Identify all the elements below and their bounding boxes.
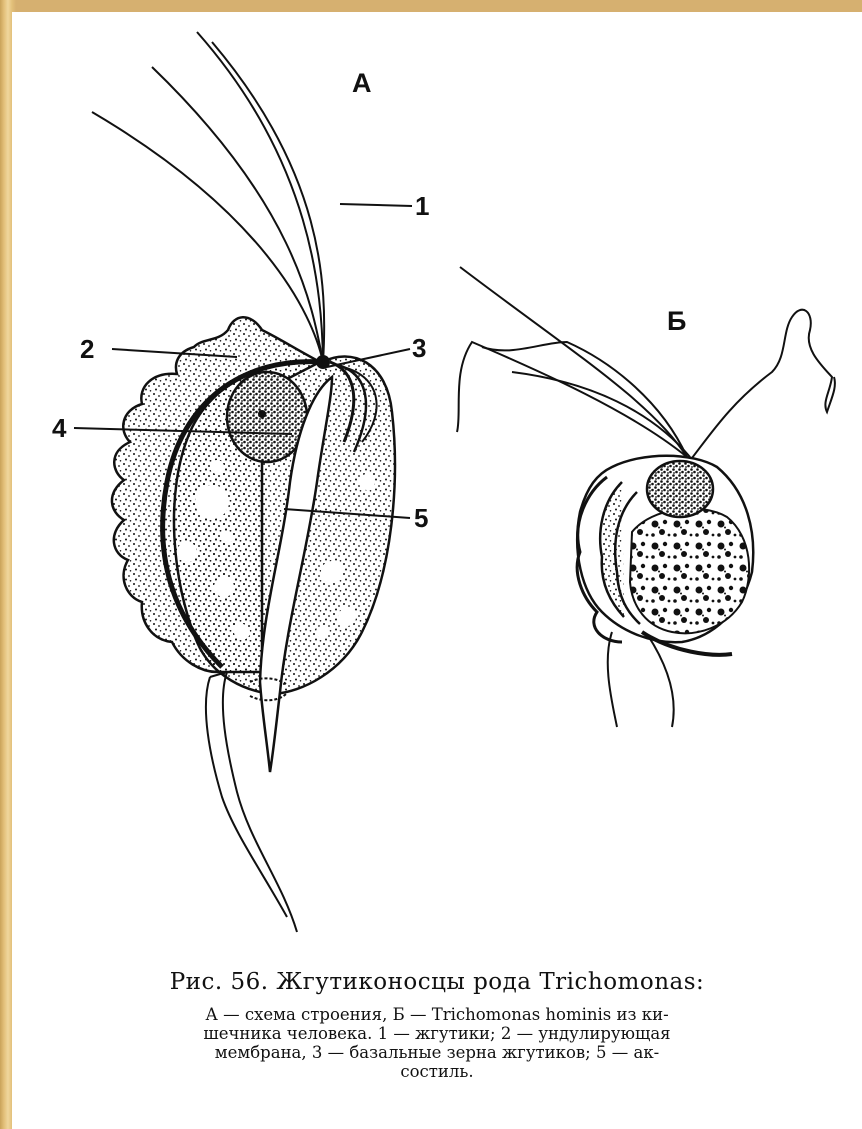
caption-body: А — схема строения, Б — Trichomonas homi… [72,1005,802,1081]
page-sheet: А 1 2 3 4 5 Б [12,12,862,1129]
anterior-flagella [92,32,324,362]
panel-a-organism [92,32,395,932]
panel-b-organism [457,267,835,727]
panel-b-nucleus [647,461,713,517]
callout-2: 2 [80,334,94,364]
caption-line: состиль. [72,1062,802,1081]
callout-1: 1 [415,191,429,221]
posterior-flagellum [223,672,297,932]
caption-title: Рис. 56. Жгутиконосцы рода Trichomonas: [12,969,862,995]
callout-3: 3 [412,333,426,363]
panel-b-label: Б [667,306,686,336]
trichomonas-figure: А 1 2 3 4 5 Б [12,12,862,962]
caption-line: А — схема строения, Б — Trichomonas homi… [72,1005,802,1024]
figure-caption: Рис. 56. Жгутиконосцы рода Trichomonas: … [12,969,862,1081]
panel-a-label: А [352,68,372,98]
caption-line: мембрана, 3 — базальные зерна жгутиков; … [72,1043,802,1062]
panel-b-flagella [457,267,835,458]
callout-5: 5 [414,503,428,533]
callout-4: 4 [52,413,67,443]
caption-line: шечника человека. 1 — жгутики; 2 — ундул… [72,1024,802,1043]
